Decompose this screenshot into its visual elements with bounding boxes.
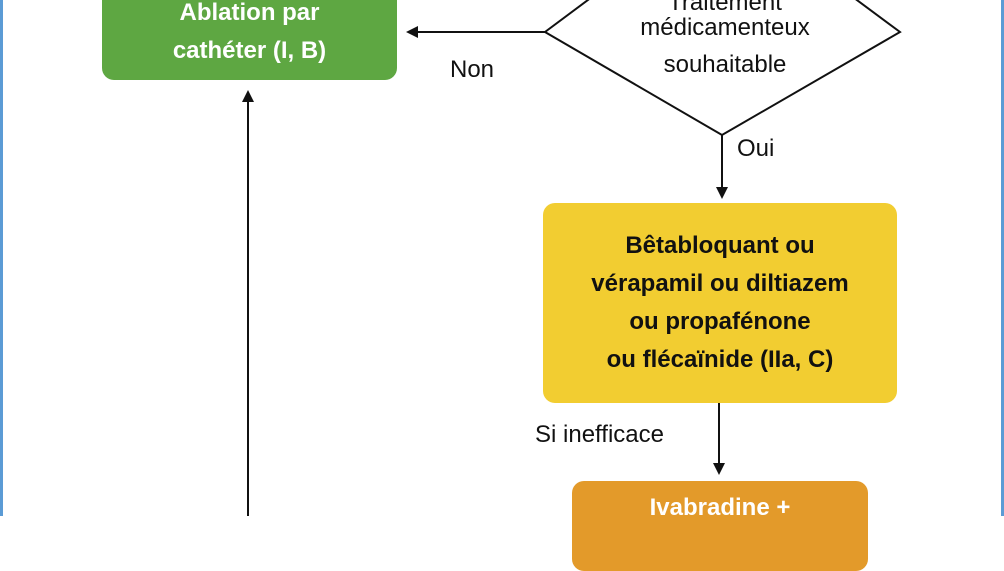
- edge-label-si-inefficace: Si inefficace: [535, 421, 664, 448]
- ablation-node: Ablation par cathéter (I, B): [102, 0, 397, 80]
- ablation-text-line-1: Ablation par: [179, 0, 320, 26]
- frame-left-edge: [0, 0, 3, 516]
- decision-text-line-1: Traitement: [668, 0, 782, 16]
- betabloquant-text-line-4: ou flécaïnide (IIa, C): [606, 346, 834, 373]
- betabloquant-node: Bêtabloquant ou vérapamil ou diltiazem o…: [543, 203, 897, 403]
- frame-right-edge: [1001, 0, 1004, 516]
- edge-label-non: Non: [450, 56, 495, 83]
- flowchart-connectors: [242, 0, 902, 516]
- betabloquant-text-line-1: Bêtabloquant ou: [625, 232, 815, 259]
- betabloquant-text-line-3: ou propafénone: [629, 308, 811, 335]
- decision-text-line-3: souhaitable: [663, 51, 787, 78]
- decision-text-line-2: médicamenteux: [640, 14, 810, 41]
- ivabradine-text-line-1: Ivabradine +: [649, 494, 791, 521]
- ivabradine-node: Ivabradine +: [572, 481, 868, 571]
- ablation-text-line-2: cathéter (I, B): [172, 37, 327, 64]
- betabloquant-text-line-2: vérapamil ou diltiazem: [591, 270, 849, 297]
- edge-label-oui: Oui: [737, 135, 775, 162]
